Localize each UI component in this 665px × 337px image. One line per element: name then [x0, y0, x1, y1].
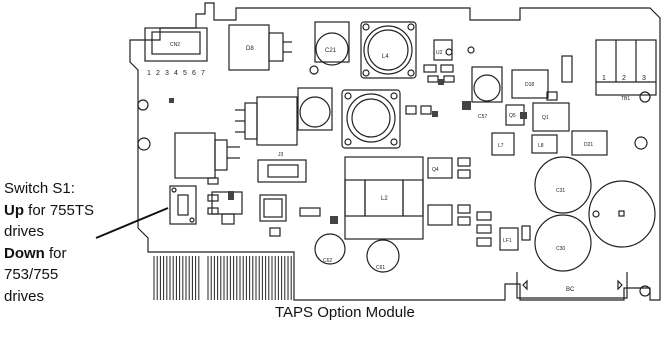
svg-text:1: 1: [602, 75, 606, 82]
callout-pointer-line: [95, 207, 169, 239]
svg-text:5: 5: [183, 70, 187, 77]
svg-text:C57: C57: [478, 114, 487, 120]
edge-connector: [153, 256, 292, 300]
svg-text:4: 4: [174, 70, 178, 77]
mounting-hole: [137, 99, 149, 111]
ic-qfp: [259, 194, 287, 222]
svg-text:2: 2: [622, 75, 626, 82]
svg-text:L8: L8: [538, 143, 544, 149]
figure-caption: TAPS Option Module: [275, 304, 415, 321]
svg-text:Q5: Q5: [509, 113, 516, 119]
svg-text:1: 1: [147, 70, 151, 77]
mounting-hole: [634, 136, 648, 150]
inductor-center: [341, 89, 401, 149]
svg-text:C30: C30: [556, 246, 565, 252]
svg-text:2: 2: [156, 70, 160, 77]
diode-d21: [571, 130, 608, 156]
svg-text:LF1: LF1: [503, 238, 512, 244]
svg-text:D21: D21: [584, 142, 593, 148]
switch-callout: Switch S1: Up for 755TS drives Down for …: [4, 178, 114, 307]
capacitor-c30: [534, 214, 592, 272]
power-transistor: [174, 132, 216, 179]
svg-text:BC: BC: [566, 287, 575, 293]
inductor-l4: [360, 21, 417, 79]
mounting-hole: [639, 285, 651, 297]
svg-text:L2: L2: [381, 196, 388, 202]
capacitor-c31: [534, 156, 592, 214]
mounting-hole: [309, 65, 319, 75]
mounting-hole: [137, 137, 151, 151]
connector-j3: [257, 159, 307, 183]
capacitor-c62: [314, 233, 346, 265]
svg-text:L4: L4: [382, 54, 389, 60]
power-transistor: [256, 96, 298, 146]
svg-text:U2: U2: [436, 50, 443, 56]
svg-text:3: 3: [642, 75, 646, 82]
svg-text:CN2: CN2: [170, 42, 180, 48]
terminal-block-tb1: [595, 39, 657, 96]
mounting-hole: [467, 46, 475, 54]
board-outline: [129, 2, 661, 301]
bc-bracket: [516, 272, 628, 299]
svg-text:6: 6: [192, 70, 196, 77]
capacitor-c21: [315, 32, 349, 66]
callout-line-5: 753/755: [4, 266, 59, 283]
svg-text:Q1: Q1: [542, 115, 549, 121]
mounting-hole: [445, 48, 453, 56]
svg-text:D18: D18: [525, 82, 534, 88]
svg-text:C21: C21: [325, 48, 337, 54]
mounting-hole: [639, 91, 651, 103]
svg-text:L7: L7: [498, 143, 504, 149]
ic-u2: [433, 39, 453, 61]
switch-s1: [169, 185, 197, 225]
callout-line-3: drives: [4, 223, 45, 240]
svg-text:C62: C62: [323, 258, 332, 264]
svg-text:3: 3: [165, 70, 169, 77]
callout-line-6: drives: [4, 287, 45, 305]
capacitor-c57: [473, 74, 501, 102]
filter-lf1: [499, 227, 519, 251]
inductor-l7: [491, 132, 515, 156]
svg-text:C31: C31: [556, 188, 565, 194]
connector-j12: [144, 27, 208, 62]
svg-text:J3: J3: [278, 152, 284, 158]
svg-text:C61: C61: [376, 265, 385, 271]
transistor-q4: [427, 157, 453, 179]
diode-d18: [511, 69, 549, 99]
callout-up: Up: [4, 201, 24, 219]
inductor-l8: [531, 134, 558, 154]
svg-text:7: 7: [201, 70, 205, 77]
transistor-q1: [532, 102, 570, 132]
capacitor-c61: [366, 239, 400, 273]
svg-text:D8: D8: [246, 46, 254, 52]
svg-text:Q4: Q4: [432, 167, 439, 173]
svg-text:TB1: TB1: [621, 96, 630, 102]
large-capacitor: [588, 180, 656, 248]
callout-line-1: Switch S1:: [4, 180, 75, 197]
callout-down: Down: [4, 244, 45, 262]
